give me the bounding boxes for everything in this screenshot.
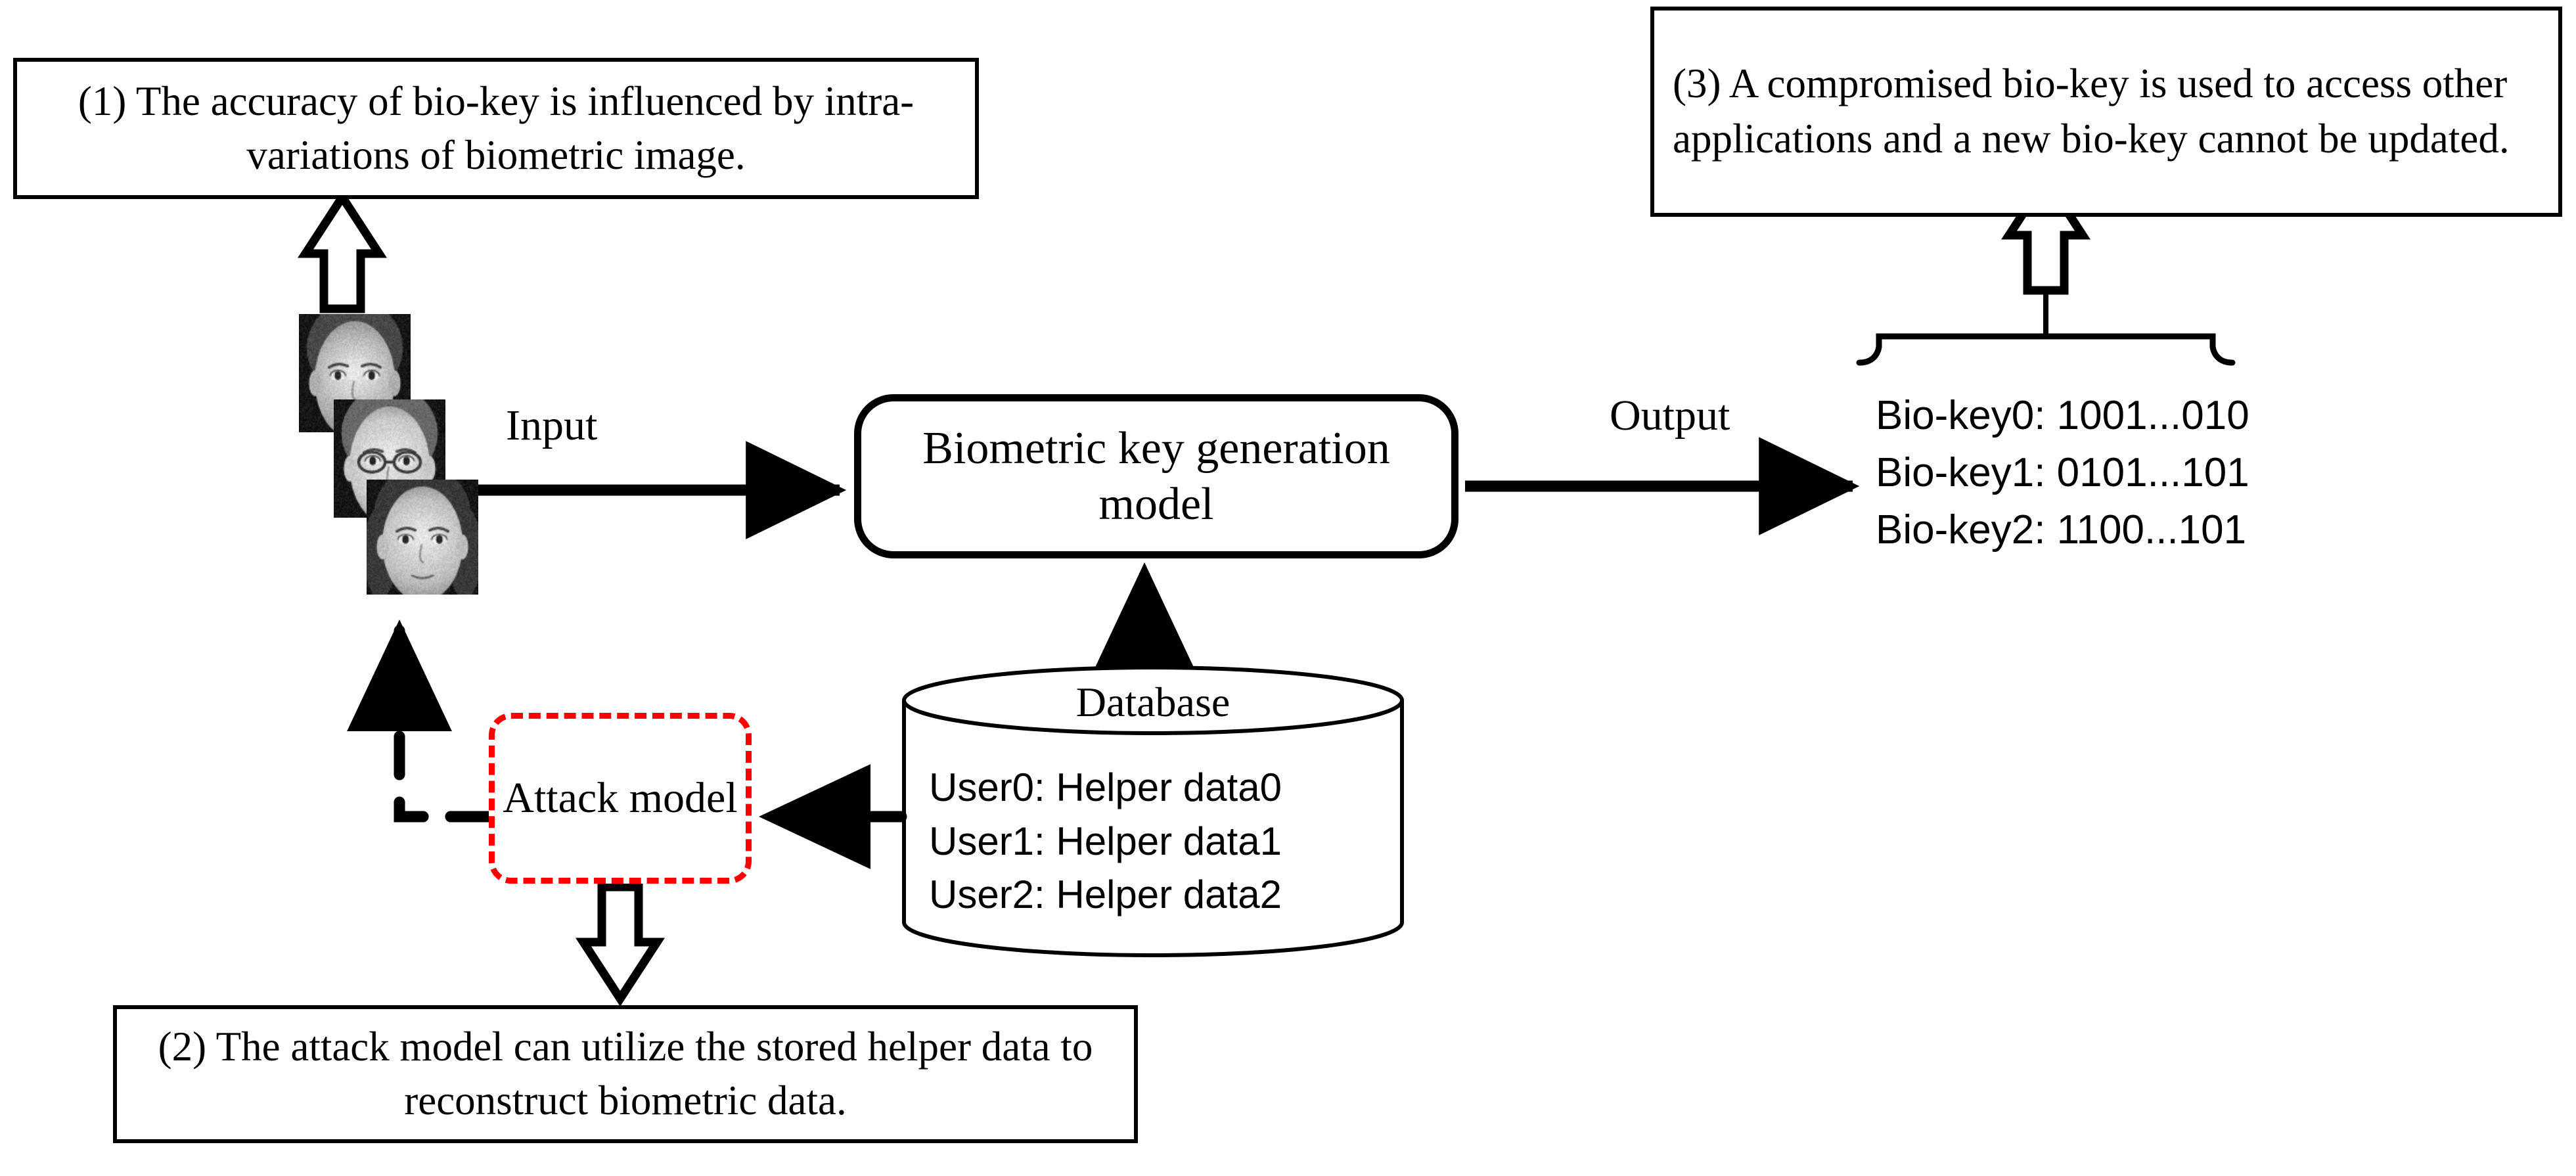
database-label: Database: [1075, 679, 1231, 725]
database-row: User0: Helper data0: [929, 765, 1282, 809]
callout-note-1-text: (1) The accuracy of bio-key is influence…: [78, 78, 915, 178]
callout-arrow-note1: [298, 189, 387, 313]
biometric-key-generation-model-box: Biometric key generation model: [854, 394, 1458, 558]
biometric-face-image-2: [367, 480, 478, 595]
bio-key-item: Bio-key2: 1100...101: [1876, 507, 2247, 553]
attack-model-box: Attack model: [489, 713, 752, 884]
database-row: User2: Helper data2: [929, 872, 1282, 917]
bio-key-list: Bio-key0: 1001...010 Bio-key1: 0101...10…: [1876, 388, 2375, 558]
attack-to-face-arrow: [347, 620, 495, 823]
callout-note-2: (2) The attack model can utilize the sto…: [113, 1005, 1138, 1143]
biokey-brace: [1856, 289, 2236, 366]
bio-key-item: Bio-key0: 1001...010: [1876, 393, 2249, 438]
cylinder-shape: [902, 666, 1404, 957]
output-label: Output: [1610, 392, 1730, 440]
input-label: Input: [506, 401, 598, 449]
attack-model-label: Attack model: [503, 773, 738, 822]
model-box-label: Biometric key generation model: [922, 422, 1390, 530]
callout-note-3-text: (3) A compromised bio-key is used to acc…: [1673, 60, 2510, 162]
bio-key-item: Bio-key1: 0101...101: [1876, 449, 2249, 495]
database-row: User1: Helper data1: [929, 819, 1282, 863]
callout-arrow-note2: [576, 882, 665, 1006]
callout-note-1: (1) The accuracy of bio-key is influence…: [13, 58, 979, 199]
database-cylinder: Database User0: Helper data0 User1: Help…: [900, 664, 1406, 959]
database-rows: User0: Helper data0 User1: Helper data1 …: [900, 761, 1406, 922]
callout-note-3: (3) A compromised bio-key is used to acc…: [1650, 7, 2562, 217]
callout-note-2-text: (2) The attack model can utilize the sto…: [158, 1024, 1093, 1123]
